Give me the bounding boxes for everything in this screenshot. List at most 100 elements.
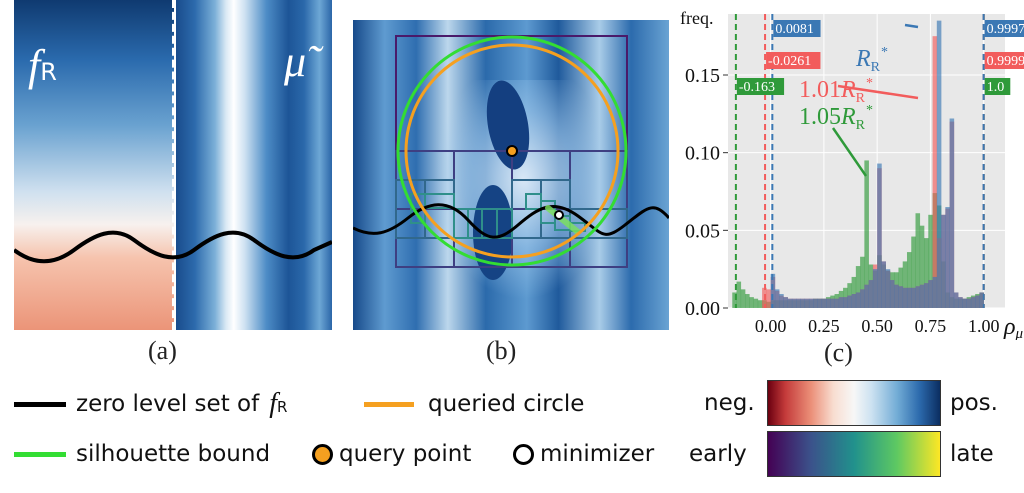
histogram-bar [770, 273, 776, 308]
x-tick-label: 0.75 [915, 316, 947, 336]
x-tick-label: 1.00 [968, 316, 1000, 336]
value-tag-label: 0.9997 [987, 22, 1024, 37]
histogram-bar [766, 289, 771, 308]
histogram-bar [817, 298, 823, 308]
histogram-bar [821, 298, 827, 308]
viridis-colorbar [767, 431, 941, 477]
histogram-bar [975, 295, 980, 308]
histogram-bar [889, 280, 895, 308]
colorbar-early-label: early [689, 441, 747, 467]
histogram-bar [885, 269, 891, 308]
histogram-bar [894, 284, 899, 308]
colorbar-late-label: late [950, 441, 994, 467]
histogram-bar [843, 297, 848, 308]
histogram-bar [791, 298, 797, 308]
mu-field [176, 0, 332, 330]
colorbar-pos-label: pos. [950, 390, 998, 416]
panel-a: fR μ̃ [14, 0, 332, 330]
histogram-bar [962, 298, 967, 308]
query-point-marker [506, 145, 518, 157]
histogram-bar [924, 283, 929, 308]
mu-tilde-label: μ̃ [284, 37, 307, 86]
histogram-bar [919, 284, 925, 308]
value-tag-bg [773, 20, 821, 37]
x-tick-label: 0.25 [808, 316, 840, 336]
f-r-label: fR [28, 41, 57, 90]
histogram-bar [872, 269, 878, 308]
legend-silhouette-bound: silhouette bound [14, 441, 270, 467]
y-tick-label: 0.00 [685, 298, 720, 320]
histogram-bar [966, 298, 972, 308]
value-tag-bg [984, 20, 1024, 37]
legend-minimizer: minimizer [513, 441, 654, 467]
histogram-bar [932, 276, 938, 308]
panel-b [353, 20, 669, 330]
histogram-bar [936, 20, 942, 309]
histogram-bar [941, 214, 946, 308]
legend-query-point: query point [312, 441, 471, 467]
value-tag-label: 0.0081 [775, 22, 814, 37]
caption-c: (c) [824, 338, 853, 367]
histogram-bar [881, 261, 886, 308]
value-tag-bg [984, 52, 1024, 69]
histogram-bar [924, 238, 929, 308]
histogram-bar [932, 36, 938, 309]
caption-b: (b) [486, 336, 517, 365]
series-callout-label: RR* [855, 45, 888, 75]
histogram-bar [808, 298, 814, 308]
diverging-colorbar [767, 380, 941, 426]
white-dot-icon [513, 443, 534, 465]
orange-dot-icon [312, 443, 333, 465]
histogram-bar [915, 213, 921, 308]
histogram-bar [864, 160, 869, 308]
callout-line-101 [837, 84, 919, 100]
histogram-bar [906, 287, 912, 308]
histogram-bar [813, 298, 818, 308]
y-axis-label: freq. [680, 8, 713, 28]
histogram-bar [953, 292, 959, 308]
histogram-bar [928, 214, 933, 308]
histogram-bar [757, 300, 763, 308]
minimizer-marker [554, 210, 564, 220]
f-r-symbol: fR [269, 388, 288, 419]
histogram-bar [847, 295, 852, 308]
histogram-bar [753, 298, 759, 308]
histogram-bar [800, 298, 806, 308]
histogram-bar [740, 289, 746, 308]
histogram-bar [804, 298, 810, 308]
histogram-bar [796, 298, 801, 308]
histogram-bar [979, 292, 984, 308]
histogram-bar [851, 294, 857, 308]
histogram-bar [851, 276, 857, 308]
x-axis-label: ρμ [1003, 314, 1024, 340]
zero-level-set-curve [353, 203, 669, 239]
value-tag-bg [766, 52, 821, 69]
histogram-bar [860, 256, 865, 308]
zero-level-set-curve [14, 230, 332, 264]
histogram-bar [970, 297, 976, 308]
histogram-bar [911, 287, 916, 308]
orange-line-swatch [364, 401, 414, 407]
histogram-bar [945, 207, 950, 308]
histogram-bar [838, 297, 844, 308]
histogram-bar [902, 261, 908, 308]
histogram-bar [898, 286, 904, 308]
histogram-bar [774, 289, 780, 308]
histogram-bar [902, 287, 908, 308]
value-tag-label: 1.0 [987, 80, 1005, 95]
black-line-swatch [14, 401, 66, 407]
histogram-bar [958, 297, 963, 308]
value-tag-label: 0.9999 [987, 54, 1024, 69]
y-tick-label: 0.05 [685, 220, 720, 242]
x-tick-label: 0.00 [755, 316, 787, 336]
y-tick-label: 0.10 [685, 143, 720, 165]
histogram-bar [911, 236, 916, 308]
histogram-bar [826, 298, 831, 308]
caption-a: (a) [148, 336, 177, 365]
silhouette-bound-circle [396, 35, 628, 267]
callout-line-105 [831, 127, 868, 177]
histogram-bar [915, 286, 921, 308]
divider-dashed [172, 0, 176, 330]
quadtree-overlay [353, 35, 669, 268]
